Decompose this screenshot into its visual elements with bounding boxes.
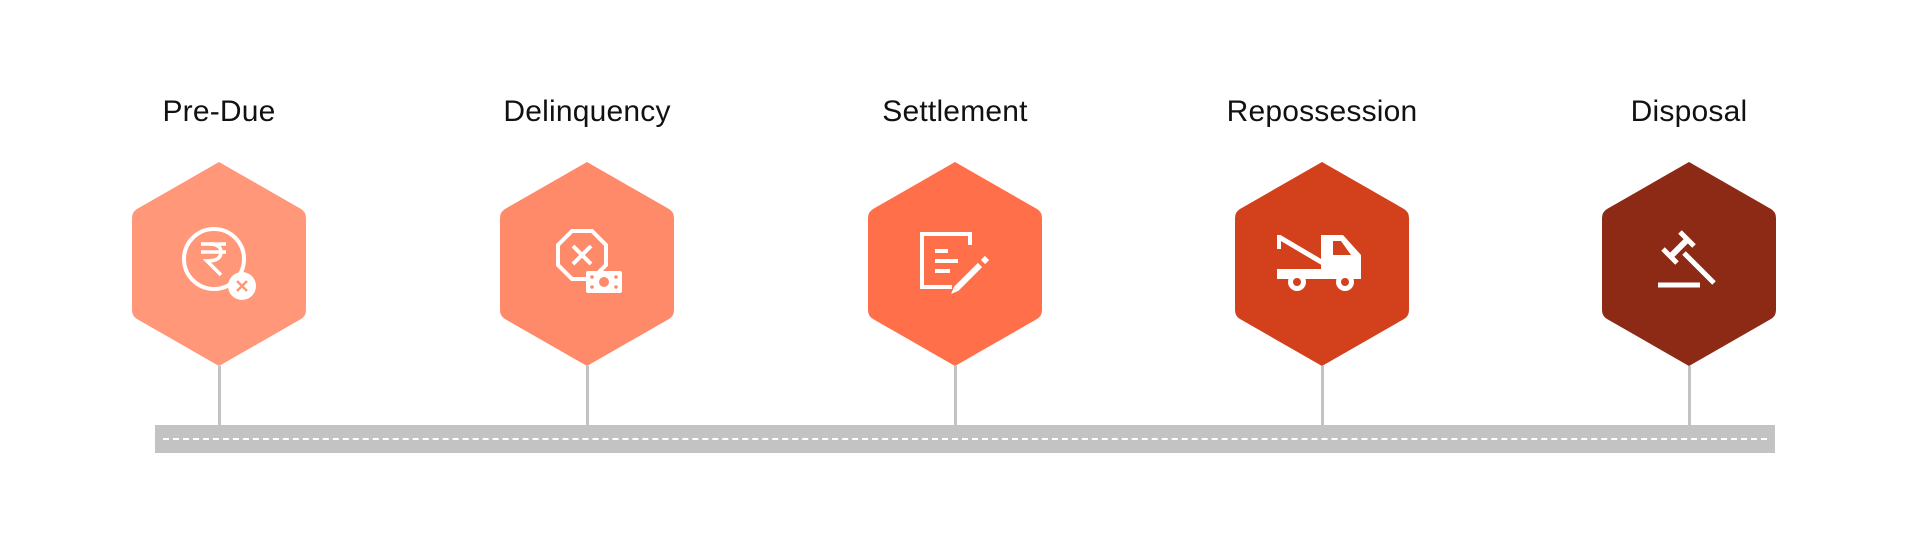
stage-connector <box>1321 366 1324 425</box>
rupee-cancel-icon <box>182 227 256 300</box>
stage-connector <box>954 366 957 425</box>
stage-label: Repossession <box>1226 95 1418 128</box>
stage-hexagon <box>1598 158 1780 370</box>
stop-money-icon <box>556 229 622 293</box>
stage-label: Settlement <box>882 95 1028 128</box>
stage-disposal: Disposal <box>1589 0 1789 425</box>
stage-hexagon <box>496 158 678 370</box>
stage-connector <box>1688 366 1691 425</box>
stage-label: Pre-Due <box>162 95 276 128</box>
timeline-road <box>155 425 1775 453</box>
document-edit-icon <box>920 232 990 294</box>
stage-connector <box>218 366 221 425</box>
stage-label: Disposal <box>1630 95 1748 128</box>
stage-settlement: Settlement <box>855 0 1055 425</box>
stage-delinquency: Delinquency <box>487 0 687 425</box>
gavel-icon <box>1658 230 1716 288</box>
stage-repossession: Repossession <box>1222 0 1422 425</box>
stage-connector <box>586 366 589 425</box>
stage-hexagon <box>128 158 310 370</box>
stage-hexagon <box>864 158 1046 370</box>
stage-label: Delinquency <box>503 95 671 128</box>
tow-truck-icon <box>1277 234 1361 291</box>
road-dashed-line <box>163 438 1767 440</box>
stage-hexagon <box>1231 158 1413 370</box>
stage-pre-due: Pre-Due <box>119 0 319 425</box>
